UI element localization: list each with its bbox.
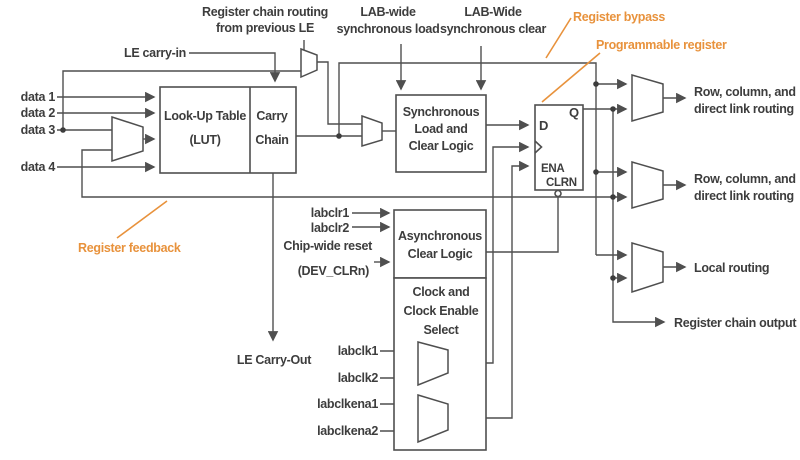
junction-dots: [60, 81, 616, 281]
wire-data3-packed-branch: [57, 70, 301, 131]
label-carry-line2: Chain: [255, 133, 288, 147]
label-clock-sel-line3: Select: [423, 323, 459, 337]
wire-register-feedback: [81, 149, 628, 203]
label-chip-wide-reset-line2: (DEV_CLRn): [298, 264, 369, 278]
label-register-feedback: Register feedback: [78, 241, 181, 255]
packed-register-mux: [361, 114, 383, 148]
label-carry-line1: Carry: [256, 109, 288, 123]
label-chip-wide-reset-line1: Chip-wide reset: [283, 239, 373, 253]
label-routing1-line1: Row, column, and: [694, 85, 796, 99]
register-chain-mux: [300, 47, 318, 79]
async-clear-block: [393, 209, 487, 279]
junction-dot: [593, 81, 599, 87]
label-register-bypass: Register bypass: [573, 10, 665, 24]
label-reg-chain-routing-line2: from previous LE: [216, 21, 314, 35]
label-clock-sel-line2: Clock Enable: [404, 304, 479, 318]
local-routing-mux: [631, 242, 664, 294]
callout-lines: [116, 17, 601, 239]
junction-dot: [610, 106, 616, 112]
label-data1: data 1: [21, 90, 56, 104]
label-routing2-line2: direct link routing: [694, 189, 794, 203]
lut-input-mux: [111, 115, 144, 163]
flipflop-block: [534, 104, 584, 191]
wire-register-bypass: [338, 62, 597, 255]
label-async-line2: Clear Logic: [408, 247, 473, 261]
label-ff-d: D: [539, 118, 548, 133]
label-lut-line2: (LUT): [189, 133, 220, 147]
programmable-register-pointer: [541, 52, 601, 103]
label-lab-sync-clear-line2: synchronous clear: [440, 22, 546, 36]
wire-register-chain-output: [612, 109, 666, 328]
label-register-chain-output: Register chain output: [674, 316, 797, 330]
label-local-routing: Local routing: [694, 261, 769, 275]
label-lut-line1: Look-Up Table: [164, 109, 246, 123]
label-le-carry-out: LE Carry-Out: [237, 353, 312, 367]
clock-enable-mux: [417, 393, 449, 444]
label-ff-q: Q: [569, 105, 579, 120]
label-programmable-register: Programmable register: [596, 38, 727, 52]
label-data4: data 4: [21, 160, 56, 174]
clock-mux: [417, 341, 449, 387]
wire-chain-mux-out: [317, 61, 362, 125]
register-feedback-pointer: [116, 200, 168, 239]
label-labclr2: labclr2: [311, 221, 350, 235]
register-bypass-pointer: [545, 17, 572, 59]
label-routing1-line2: direct link routing: [694, 102, 794, 116]
junction-dot: [60, 127, 66, 133]
label-reg-chain-routing-line1: Register chain routing: [202, 5, 328, 19]
label-labclr1: labclr1: [311, 206, 350, 220]
arrow-wires: [57, 44, 687, 437]
label-ff-ena: ENA: [541, 163, 564, 175]
label-le-carry-in: LE carry-in: [124, 46, 186, 60]
wires: [57, 40, 597, 255]
label-clock-sel-line1: Clock and: [412, 285, 469, 299]
label-lab-sync-load-line2: synchronous load: [337, 22, 440, 36]
label-lab-sync-clear-line1: LAB-Wide: [464, 5, 522, 19]
junction-dot: [336, 133, 342, 139]
label-data3: data 3: [21, 123, 56, 137]
label-sync-line3: Clear Logic: [409, 139, 474, 153]
label-async-line1: Asynchronous: [398, 229, 482, 243]
label-labclk1: labclk1: [338, 344, 379, 358]
wire-le-carry-in: [189, 52, 281, 83]
blocks: [159, 86, 584, 451]
row-column-mux-2: [631, 161, 664, 209]
labels: Register chain routing from previous LE …: [21, 5, 798, 438]
junction-dot: [593, 169, 599, 175]
lut-carry-block: [159, 86, 297, 174]
label-labclkena1: labclkena1: [317, 397, 378, 411]
junction-dot: [610, 275, 616, 281]
row-column-mux-1: [631, 74, 664, 122]
clrn-bubble-icon: [554, 189, 562, 198]
label-routing2-line1: Row, column, and: [694, 172, 796, 186]
junction-dot: [610, 194, 616, 200]
label-data2: data 2: [21, 106, 56, 120]
multiplexers: [111, 47, 664, 444]
label-ff-clrn: CLRN: [546, 177, 577, 189]
wire-async-clear-to-clrn: [486, 196, 559, 253]
label-lab-sync-load-line1: LAB-wide: [360, 5, 416, 19]
label-labclkena2: labclkena2: [317, 424, 378, 438]
label-sync-line2: Load and: [414, 122, 467, 136]
sync-load-clear-block: [395, 94, 487, 173]
clock-wedge-icon: [534, 140, 543, 154]
label-sync-line1: Synchronous: [403, 105, 480, 119]
label-labclk2: labclk2: [338, 371, 379, 385]
